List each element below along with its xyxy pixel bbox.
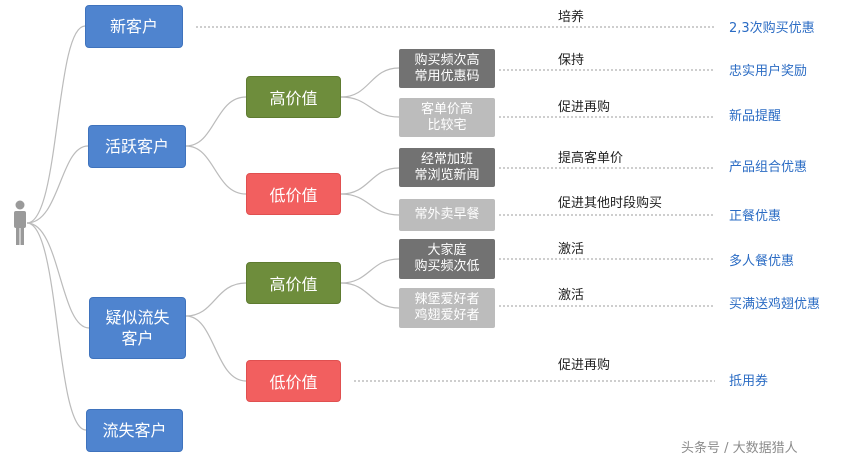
segment-high-price-homebody: 客单价高 比较宅 xyxy=(399,98,495,137)
person-icon xyxy=(14,200,26,245)
result-label: 忠实用户奖励 xyxy=(729,64,808,79)
active-high-value-node: 高价值 xyxy=(246,76,341,118)
segment-label-line2: 常浏览新闻 xyxy=(414,167,480,183)
action-label-raise-ticket: 提高客单价 xyxy=(558,151,624,166)
connector-high2-seg6 xyxy=(340,282,400,309)
active-low-value-node: 低价值 xyxy=(246,173,341,215)
suspected-high-value-label: 高价值 xyxy=(269,275,318,294)
connector-active-low xyxy=(185,145,247,195)
connector-high2-seg5 xyxy=(340,258,400,284)
suspected-churn-label-line2: 客户 xyxy=(121,329,154,348)
connector-person-suspected xyxy=(26,222,90,329)
connector-person-new xyxy=(26,25,86,224)
action-label-repurchase: 促进再购 xyxy=(558,100,611,115)
action-label-other-slots: 促进其他时段购买 xyxy=(558,196,663,211)
segment-label-line2: 购买频次低 xyxy=(414,259,480,274)
connector-low1-seg3 xyxy=(340,167,400,195)
result-label: 2,3次购买优惠 xyxy=(729,21,815,36)
suspected-low-value-node: 低价值 xyxy=(246,360,341,402)
result-label: 新品提醒 xyxy=(729,109,782,124)
segment-big-family: 大家庭 购买频次低 xyxy=(399,239,495,279)
suspected-low-value-label: 低价值 xyxy=(269,373,318,392)
connector-suspected-high xyxy=(185,282,247,317)
active-low-value-label: 低价值 xyxy=(269,186,318,205)
connector-high1-seg2 xyxy=(340,96,400,118)
action-label-activate: 激活 xyxy=(558,242,585,257)
connector-person-active xyxy=(26,145,89,224)
segment-label-line2: 比较宅 xyxy=(427,117,467,133)
segment-label-line2: 常用优惠码 xyxy=(414,68,480,84)
action-label-cultivate: 培养 xyxy=(558,10,585,25)
connector-suspected-low xyxy=(185,315,247,382)
lost-customer-node: 流失客户 xyxy=(86,409,183,452)
lost-customer-label: 流失客户 xyxy=(102,421,167,440)
result-label: 产品组合优惠 xyxy=(729,160,808,175)
segment-frequent-coupon: 购买频次高 常用优惠码 xyxy=(399,49,495,88)
connector-person-lost xyxy=(26,222,87,431)
new-customer-label: 新客户 xyxy=(109,17,158,36)
segment-label-line1: 辣堡爱好者 xyxy=(414,292,480,307)
active-customer-node: 活跃客户 xyxy=(88,125,186,168)
watermark-text: 头条号 / 大数据猎人 xyxy=(681,441,798,456)
active-customer-label: 活跃客户 xyxy=(104,137,169,156)
segment-label-line1: 常外卖早餐 xyxy=(414,207,480,222)
segment-breakfast-delivery: 常外卖早餐 xyxy=(399,199,495,231)
new-customer-node: 新客户 xyxy=(85,5,183,48)
suspected-churn-label-line1: 疑似流失 xyxy=(105,308,170,327)
segment-label-line1: 购买频次高 xyxy=(414,52,480,68)
suspected-churn-node: 疑似流失 客户 xyxy=(89,297,186,359)
action-label-maintain: 保持 xyxy=(558,53,585,68)
segment-label-line1: 大家庭 xyxy=(427,243,467,258)
action-label-repurchase: 促进再购 xyxy=(558,358,611,373)
segment-label-line1: 客单价高 xyxy=(420,101,473,117)
connector-low1-seg4 xyxy=(340,193,400,216)
action-label-activate: 激活 xyxy=(558,288,585,303)
result-label: 抵用券 xyxy=(729,374,769,389)
segment-burger-wing-fans: 辣堡爱好者 鸡翅爱好者 xyxy=(399,288,495,328)
result-label: 正餐优惠 xyxy=(729,209,782,224)
segment-label-line1: 经常加班 xyxy=(420,151,473,167)
segment-label-line2: 鸡翅爱好者 xyxy=(414,308,480,323)
active-high-value-label: 高价值 xyxy=(269,89,318,108)
suspected-high-value-node: 高价值 xyxy=(246,262,341,304)
result-label: 多人餐优惠 xyxy=(729,254,795,269)
segment-overtime-news: 经常加班 常浏览新闻 xyxy=(399,148,495,187)
connector-high1-seg1 xyxy=(340,67,400,98)
connector-active-high xyxy=(185,96,247,147)
result-label: 买满送鸡翅优惠 xyxy=(729,297,821,312)
